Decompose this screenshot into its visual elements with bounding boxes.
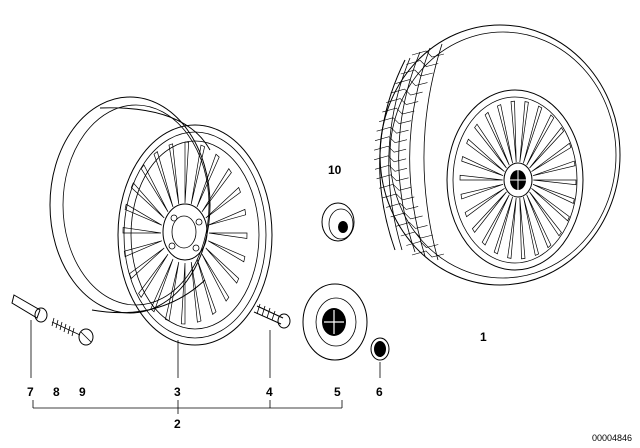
tread-block bbox=[395, 79, 428, 86]
spoke bbox=[153, 151, 174, 208]
spoke bbox=[529, 191, 562, 237]
tread-block bbox=[376, 174, 409, 182]
spoke bbox=[124, 203, 162, 226]
spoke bbox=[459, 174, 503, 181]
light-alloy-rim bbox=[49, 96, 273, 346]
tread-block bbox=[406, 241, 439, 248]
tread-block bbox=[379, 117, 412, 125]
spoke bbox=[196, 258, 217, 315]
callout-8: 8 bbox=[53, 385, 60, 399]
spoke bbox=[507, 197, 517, 259]
document-id: 00004846 bbox=[592, 433, 632, 443]
leader-lines bbox=[30, 320, 381, 414]
tread-block bbox=[390, 88, 423, 96]
spoke bbox=[164, 261, 180, 322]
spoke bbox=[532, 183, 575, 205]
tread-block bbox=[374, 145, 407, 153]
spoke bbox=[208, 232, 248, 239]
spoke bbox=[471, 191, 507, 234]
callout-2: 2 bbox=[174, 417, 181, 431]
tread-block bbox=[374, 136, 408, 144]
spoke bbox=[531, 188, 570, 222]
spoke bbox=[523, 196, 540, 256]
spoke bbox=[519, 101, 529, 163]
spoke bbox=[129, 247, 165, 280]
spoke bbox=[208, 208, 247, 226]
tread-block bbox=[390, 212, 423, 220]
spoke bbox=[208, 240, 246, 263]
spoke bbox=[123, 240, 162, 258]
spoke bbox=[531, 142, 572, 172]
tread-block bbox=[386, 98, 419, 105]
spoke bbox=[190, 261, 202, 323]
spoke bbox=[510, 100, 517, 163]
spoke bbox=[466, 138, 505, 172]
tire-valve bbox=[11, 294, 48, 323]
tread-block bbox=[379, 183, 412, 191]
tread-block bbox=[411, 250, 445, 258]
callout-1: 1 bbox=[480, 330, 487, 344]
hub-cap-with-emblem bbox=[302, 283, 368, 361]
tread-block bbox=[411, 50, 445, 58]
spoke bbox=[201, 168, 232, 213]
tread-block bbox=[382, 107, 415, 115]
spoke bbox=[481, 194, 510, 246]
callout-10: 10 bbox=[328, 163, 342, 177]
spoke bbox=[493, 196, 513, 255]
spoke bbox=[138, 253, 169, 298]
spoke bbox=[526, 194, 552, 249]
tire-wheel-spokes bbox=[459, 100, 577, 260]
callout-3: 3 bbox=[174, 385, 181, 399]
valve-cap bbox=[78, 328, 94, 346]
spoke bbox=[180, 262, 186, 325]
spoke bbox=[140, 164, 169, 212]
hub-cap-small bbox=[321, 202, 355, 242]
tread-block bbox=[374, 155, 407, 163]
tread-block bbox=[406, 60, 439, 67]
complete-wheel-with-tire bbox=[374, 24, 621, 286]
spoke bbox=[460, 183, 504, 200]
rim-spokes bbox=[122, 141, 248, 325]
tread-block bbox=[386, 203, 419, 210]
spoke bbox=[184, 141, 190, 204]
spoke bbox=[529, 126, 565, 169]
tread-block bbox=[382, 193, 415, 201]
tread-block bbox=[376, 126, 409, 134]
spoke bbox=[205, 186, 241, 219]
spoke bbox=[484, 111, 510, 166]
spoke bbox=[168, 143, 180, 205]
spoke bbox=[205, 247, 240, 284]
spoke bbox=[532, 160, 576, 177]
spoke bbox=[519, 197, 526, 260]
spoke bbox=[196, 153, 220, 208]
spoke bbox=[461, 155, 504, 177]
callout-5: 5 bbox=[334, 385, 341, 399]
spoke bbox=[533, 179, 577, 186]
callout-7: 7 bbox=[27, 385, 34, 399]
valve-core bbox=[51, 317, 81, 337]
tread-block bbox=[374, 164, 408, 172]
tread-block bbox=[395, 222, 428, 229]
spoke bbox=[150, 258, 174, 313]
spoke bbox=[190, 144, 206, 205]
spoke bbox=[201, 254, 230, 302]
wheel-bolt bbox=[253, 303, 291, 329]
callout-6: 6 bbox=[376, 385, 383, 399]
spoke bbox=[523, 105, 543, 164]
callout-4: 4 bbox=[266, 385, 273, 399]
spoke bbox=[526, 114, 555, 166]
spoke bbox=[130, 182, 165, 219]
spoke bbox=[464, 188, 505, 218]
emblem bbox=[370, 337, 390, 361]
tread-block bbox=[400, 69, 433, 77]
spoke bbox=[496, 104, 513, 164]
callout-9: 9 bbox=[79, 385, 86, 399]
tire-tread bbox=[374, 50, 445, 258]
spoke bbox=[474, 123, 507, 169]
spoke bbox=[122, 227, 162, 234]
tread-block bbox=[400, 231, 433, 239]
